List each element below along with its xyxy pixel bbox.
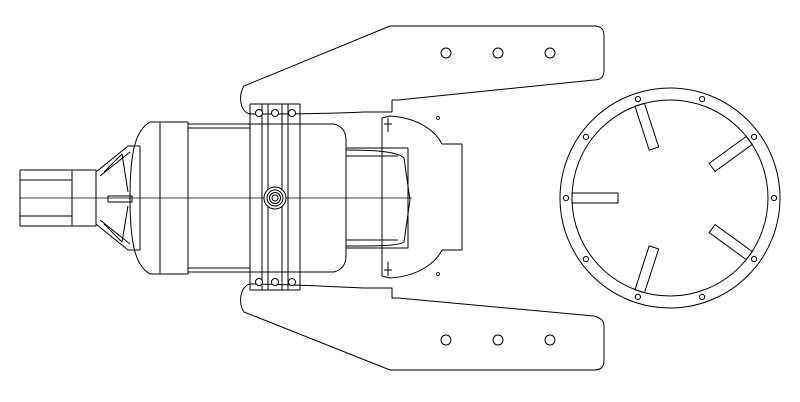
ring-hole: [751, 256, 758, 263]
ring-hole: [562, 194, 570, 202]
mount-clamp: [249, 103, 301, 291]
ring-hole: [770, 194, 778, 202]
clamp-bolt: [255, 278, 263, 286]
front-starter: [19, 145, 141, 251]
ring-hole: [582, 256, 590, 263]
ring-tab: [634, 245, 660, 294]
mount-hole: [492, 334, 504, 346]
ring-tab: [571, 192, 619, 204]
clamp-bolt: [288, 109, 296, 117]
ring-hole: [751, 133, 758, 140]
clamp-bolt: [271, 109, 279, 117]
ring-holes: [562, 96, 778, 300]
clamp-bolt: [288, 278, 296, 286]
clamp-bolt: [271, 278, 279, 286]
sensor-dot: [436, 272, 440, 276]
lower-mount-plate: [240, 283, 605, 371]
exhaust-nozzle: [381, 115, 463, 279]
mount-hole: [440, 334, 452, 346]
mount-hole: [544, 334, 556, 346]
ring-tabs: [571, 102, 753, 294]
mount-hole: [440, 47, 452, 59]
upper-plate-holes: [440, 47, 556, 59]
center-nut: [263, 186, 287, 210]
sensor-dot: [436, 116, 440, 120]
ring-hole: [634, 96, 642, 103]
mount-hole: [492, 47, 504, 59]
ring-hole: [582, 133, 590, 140]
upper-mount-plate: [240, 25, 605, 115]
mount-ring: [559, 87, 781, 309]
ring-hole: [634, 293, 642, 300]
clamp-bolt: [255, 109, 263, 117]
mount-hole: [544, 47, 556, 59]
ring-tab: [708, 135, 753, 172]
ring-hole: [699, 293, 706, 300]
ring-tab: [708, 224, 753, 261]
ring-hole: [699, 96, 706, 103]
lower-plate-holes: [440, 334, 556, 346]
ring-tab: [634, 102, 660, 151]
